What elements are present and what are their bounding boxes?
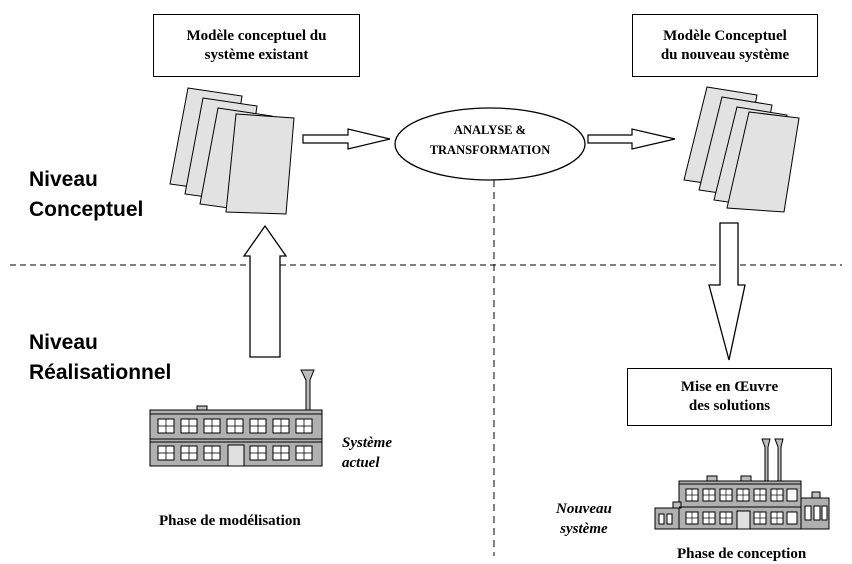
analysis-transformation-ellipse [394, 107, 586, 181]
existing-model-title-line2: système existant [204, 46, 309, 63]
current-system-line2: actuel [342, 455, 380, 471]
new-system-line2: système [560, 521, 608, 537]
current-system-label: Système actuel [342, 433, 392, 473]
new-model-box: Modèle Conceptuel du nouveau système [632, 14, 818, 77]
arrow-up-to-conceptual [242, 224, 288, 358]
analysis-transformation-label: ANALYSE & TRANSFORMATION [400, 120, 580, 160]
modeling-phase-label: Phase de modélisation [159, 513, 301, 529]
conceptual-level-label: Niveau Conceptuel [29, 165, 143, 225]
new-system-label: Nouveau système [556, 499, 612, 539]
existing-model-documents-icon [169, 87, 295, 215]
new-system-line1: Nouveau [556, 501, 612, 517]
new-model-title-line2: du nouveau système [660, 46, 790, 63]
arrow-to-analysis [302, 128, 391, 150]
implementation-title-line2: des solutions [688, 398, 771, 414]
arrow-to-new-model [587, 128, 676, 150]
current-system-factory-icon [149, 369, 323, 467]
implementation-box: Mise en Œuvre des solutions [627, 368, 832, 426]
new-model-documents-icon [683, 86, 800, 213]
realization-level-label: Niveau Réalisationnel [29, 328, 171, 388]
new-model-title-line1: Modèle Conceptuel [663, 27, 787, 44]
conceptual-level-line2: Conceptuel [29, 198, 144, 221]
process-line2: TRANSFORMATION [429, 143, 551, 157]
realization-level-line2: Réalisationnel [29, 361, 172, 384]
realization-level-line1: Niveau [29, 331, 98, 354]
process-line1: ANALYSE & [453, 123, 527, 137]
existing-model-title-line1: Modèle conceptuel du [186, 27, 327, 44]
design-phase-label: Phase de conception [677, 546, 807, 562]
new-system-factory-icon [654, 438, 830, 530]
existing-model-box: Modèle conceptuel du système existant [153, 14, 360, 77]
implementation-title-line1: Mise en Œuvre [680, 379, 779, 395]
conceptual-level-line1: Niveau [29, 168, 98, 191]
current-system-line1: Système [342, 435, 392, 451]
arrow-down-to-implementation [708, 222, 746, 361]
